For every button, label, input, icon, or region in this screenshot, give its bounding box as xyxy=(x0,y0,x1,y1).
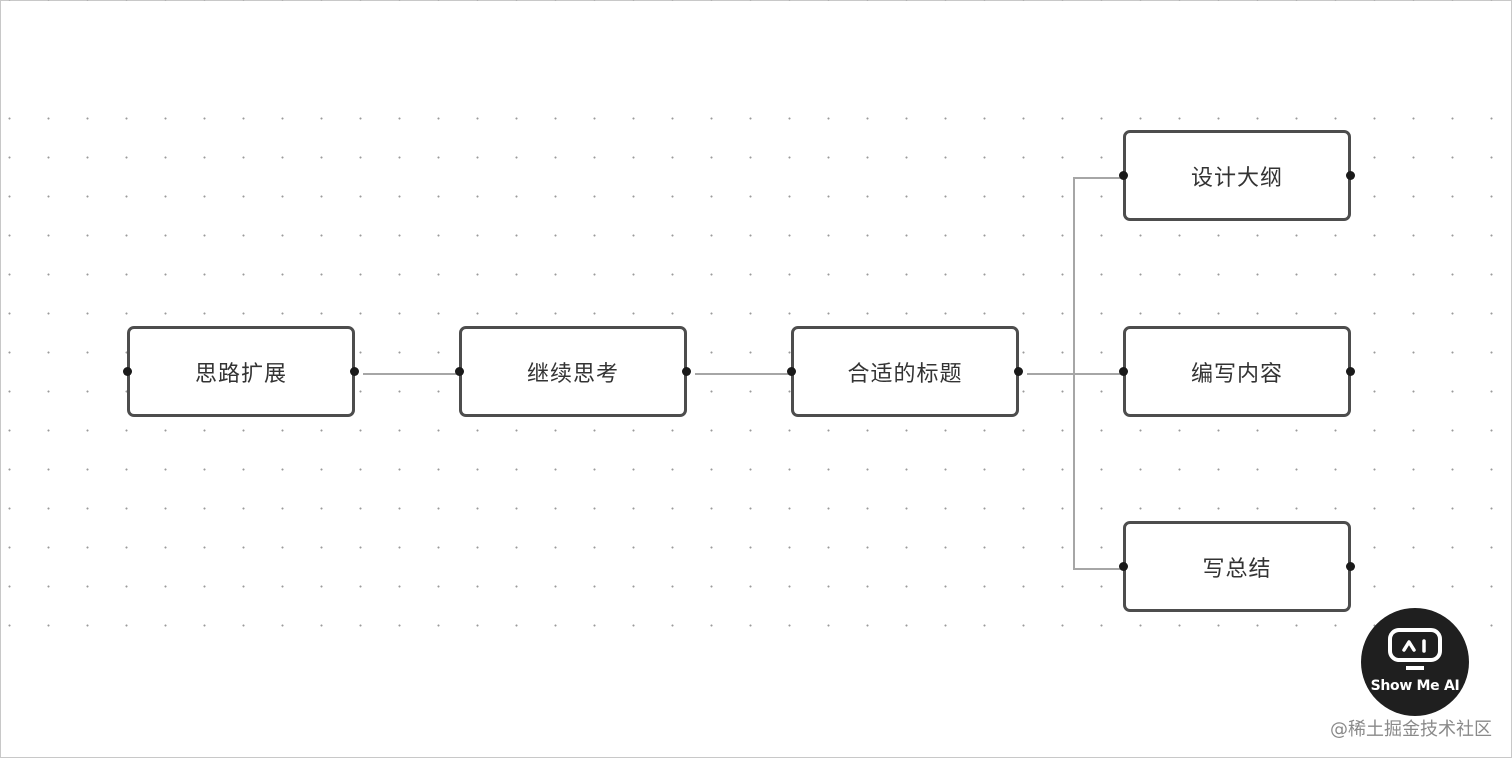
output-port[interactable] xyxy=(350,367,359,376)
input-port[interactable] xyxy=(1119,171,1128,180)
node-label: 思路扩展 xyxy=(194,361,287,387)
output-port[interactable] xyxy=(682,367,691,376)
input-port[interactable] xyxy=(123,367,132,376)
flow-node-n6[interactable]: 写总结 xyxy=(1119,521,1355,612)
flow-node-n3[interactable]: 合适的标题 xyxy=(787,326,1023,417)
edge-n3-n4 xyxy=(1027,177,1120,375)
badge-text: Show Me AI xyxy=(1370,678,1460,694)
node-label: 合适的标题 xyxy=(847,361,963,387)
show-me-ai-badge: Show Me AI xyxy=(1361,608,1469,716)
input-port[interactable] xyxy=(1119,562,1128,571)
node-label: 继续思考 xyxy=(526,361,619,387)
output-port[interactable] xyxy=(1346,562,1355,571)
edge-n3-n6 xyxy=(1027,373,1120,570)
flow-node-n4[interactable]: 设计大纲 xyxy=(1119,130,1355,221)
source-watermark: @稀土掘金技术社区 xyxy=(1330,719,1492,740)
canvas-top-margin xyxy=(1,1,1511,105)
flow-node-n1[interactable]: 思路扩展 xyxy=(123,326,359,417)
canvas-bottom-margin xyxy=(1,640,1511,757)
robot-face-icon xyxy=(1388,628,1442,670)
node-label: 设计大纲 xyxy=(1190,165,1283,191)
input-port[interactable] xyxy=(455,367,464,376)
output-port[interactable] xyxy=(1346,171,1355,180)
output-port[interactable] xyxy=(1014,367,1023,376)
node-label: 编写内容 xyxy=(1190,361,1283,387)
flow-node-n2[interactable]: 继续思考 xyxy=(455,326,691,417)
output-port[interactable] xyxy=(1346,367,1355,376)
input-port[interactable] xyxy=(787,367,796,376)
flow-node-n5[interactable]: 编写内容 xyxy=(1119,326,1355,417)
node-label: 写总结 xyxy=(1202,556,1272,582)
input-port[interactable] xyxy=(1119,367,1128,376)
